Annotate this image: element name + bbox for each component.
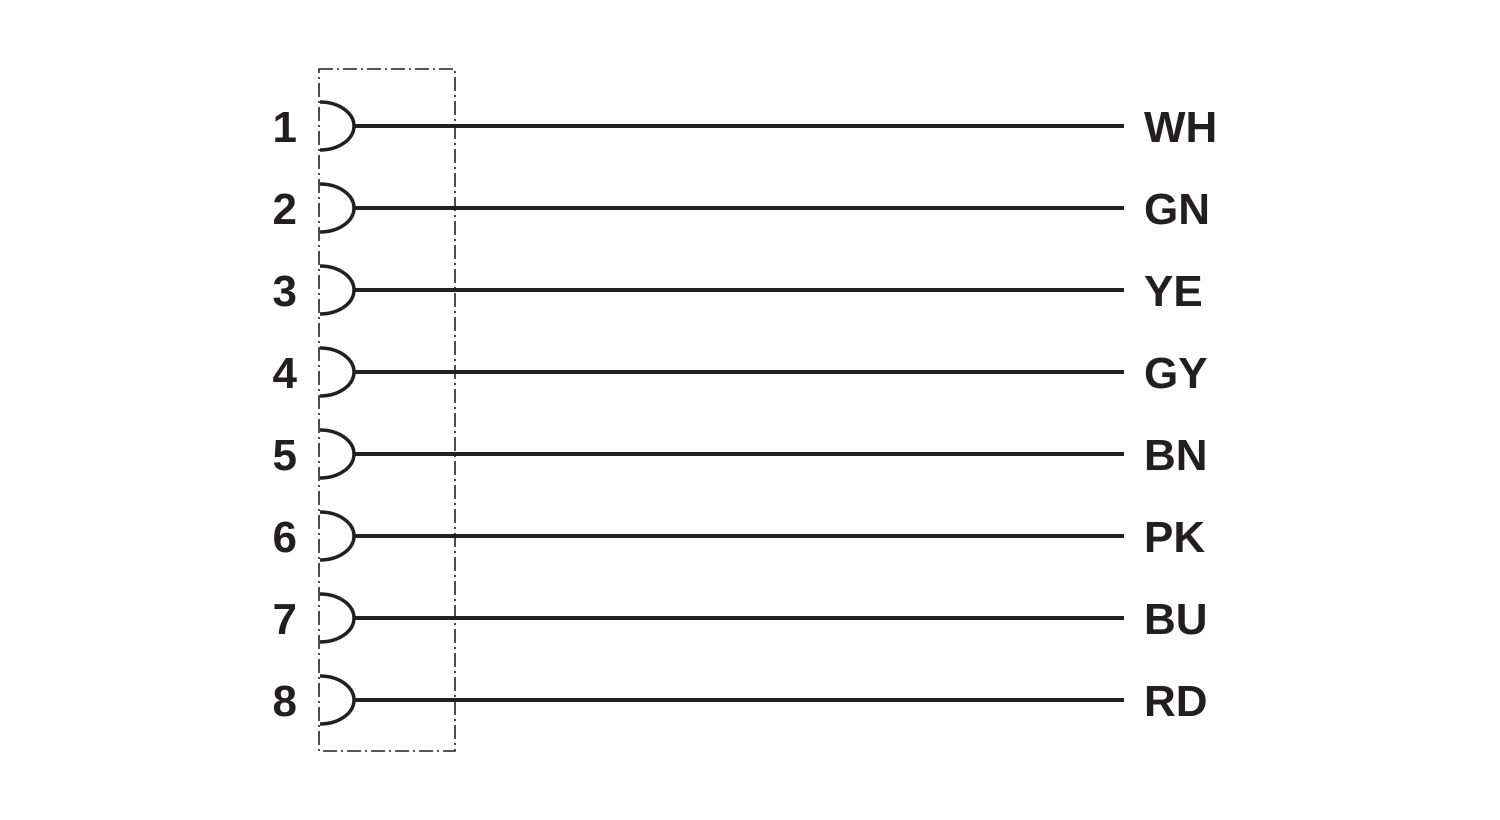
wire-color-label: RD (1144, 677, 1208, 726)
socket-contact-symbol (319, 592, 356, 644)
pin-row-8: 8 RD (273, 674, 1208, 726)
pin-number-label: 6 (273, 513, 297, 562)
socket-contact-symbol (319, 346, 356, 398)
pin-row-4: 4 GY (273, 346, 1208, 398)
pin-row-6: 6 PK (273, 510, 1205, 562)
pin-number-label: 1 (273, 103, 297, 152)
wire-color-label: GY (1144, 349, 1208, 398)
pin-number-label: 8 (273, 677, 297, 726)
pin-row-2: 2 GN (273, 182, 1210, 234)
pin-rows: 1 WH 2 GN 3 YE 4 GY 5 BN 6 PK 7 BU 8 RD (273, 100, 1217, 726)
wire-color-label: GN (1144, 185, 1210, 234)
socket-contact-symbol (319, 182, 356, 234)
pin-number-label: 4 (273, 349, 298, 398)
socket-contact-symbol (319, 264, 356, 316)
connector-housing-outline (318, 68, 456, 752)
pin-row-7: 7 BU (273, 592, 1208, 644)
socket-contact-symbol (319, 510, 356, 562)
wire-color-label: BU (1144, 595, 1208, 644)
socket-contact-symbol (319, 428, 356, 480)
wire-color-label: BN (1144, 431, 1208, 480)
pin-number-label: 2 (273, 185, 297, 234)
wire-color-label: PK (1144, 513, 1205, 562)
pin-row-5: 5 BN (273, 428, 1208, 480)
socket-contact-symbol (319, 674, 356, 726)
pin-number-label: 3 (273, 267, 297, 316)
pin-number-label: 5 (273, 431, 297, 480)
socket-contact-symbol (319, 100, 356, 152)
pin-row-1: 1 WH (273, 100, 1217, 152)
wire-color-label: YE (1144, 267, 1203, 316)
wire-color-label: WH (1144, 103, 1217, 152)
pin-row-3: 3 YE (273, 264, 1203, 316)
pin-number-label: 7 (273, 595, 297, 644)
